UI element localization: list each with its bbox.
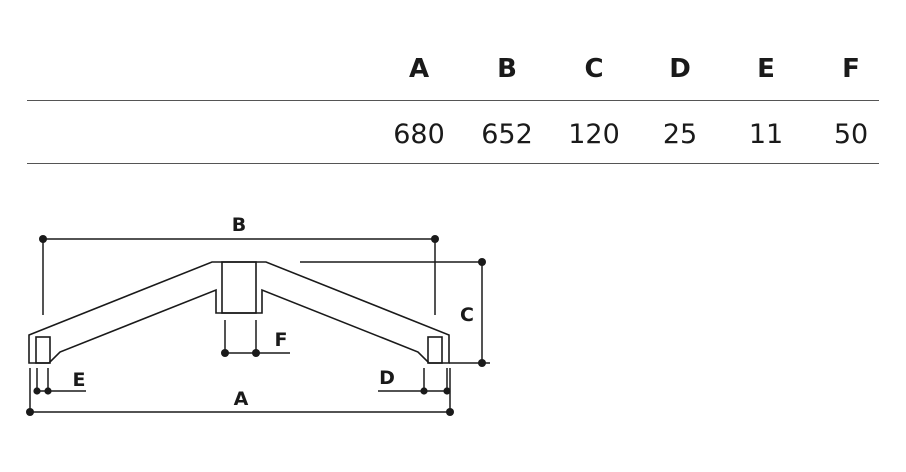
label-f: F (275, 329, 288, 351)
handle-outline (28, 261, 450, 364)
dim-e-dot-right (44, 387, 52, 395)
header-f: F (842, 54, 860, 84)
dim-f-dot-left (221, 349, 229, 357)
handle-center-slot (221, 261, 257, 314)
bottom-divider (27, 163, 879, 164)
value-f: 50 (833, 119, 869, 150)
value-c: 120 (568, 119, 620, 150)
label-c: C (460, 304, 474, 326)
dim-f-dot-right (252, 349, 260, 357)
value-e: 11 (748, 119, 784, 150)
dim-b-dot-left (39, 235, 47, 243)
dim-d-dot-left (420, 387, 428, 395)
header-e: E (757, 54, 775, 84)
label-d: D (379, 367, 395, 389)
value-a: 680 (393, 119, 445, 150)
left-foot-hole (35, 336, 51, 364)
header-d: D (669, 54, 691, 84)
label-a: A (234, 388, 249, 410)
value-b: 652 (481, 119, 533, 150)
dim-c-dot-top (478, 258, 486, 266)
dim-d-dot-right (443, 387, 451, 395)
right-foot-hole (427, 336, 443, 364)
dimensions-table: A B C D E F 680 652 120 25 11 50 (0, 0, 906, 170)
label-b: B (232, 214, 246, 236)
label-e: E (73, 369, 86, 391)
dim-a-dot-right (446, 408, 454, 416)
dim-b-dot-right (431, 235, 439, 243)
value-d: 25 (662, 119, 698, 150)
header-c: C (584, 54, 604, 84)
dim-e-dot-left (33, 387, 41, 395)
header-a: A (408, 54, 430, 84)
header-b: B (497, 54, 517, 84)
dim-a-dot-left (26, 408, 34, 416)
header-divider (27, 100, 879, 101)
dim-c-dot-bottom (478, 359, 486, 367)
